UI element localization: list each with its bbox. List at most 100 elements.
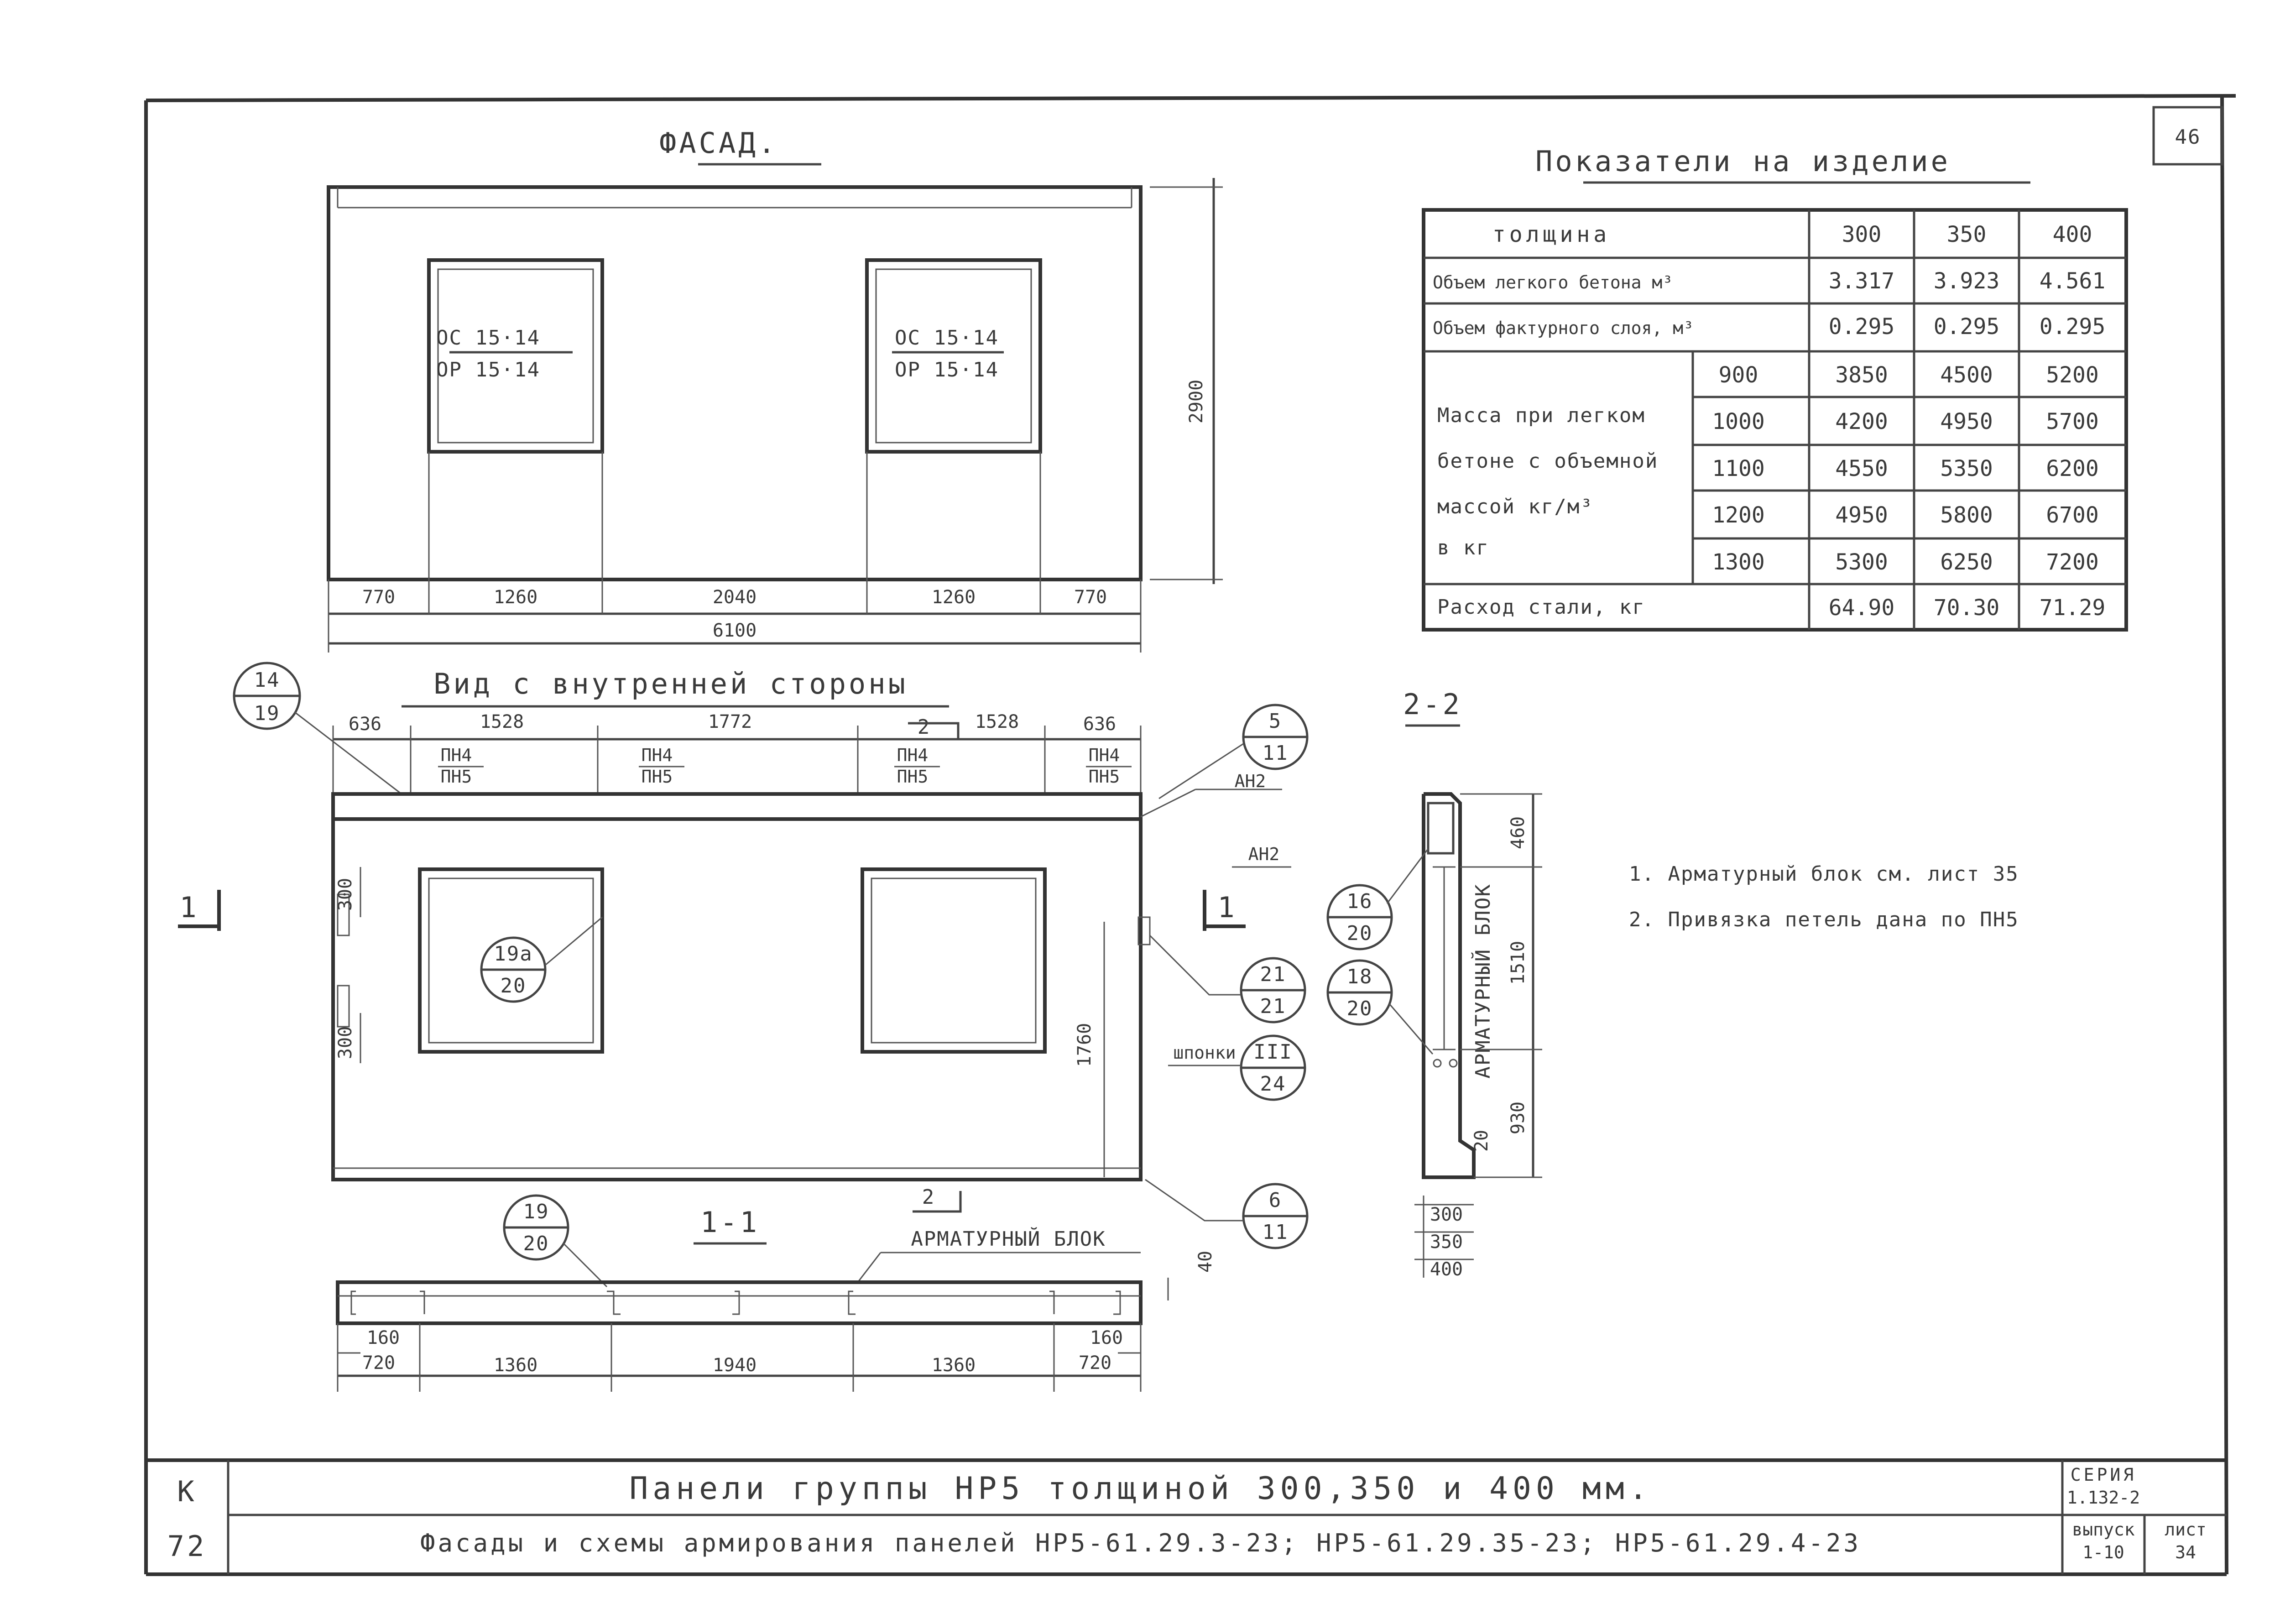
section-2-2-dim-460: 460: [1508, 816, 1529, 849]
loop-pn4-1: ПН4: [441, 745, 472, 765]
section-1-1-dim-40: 40: [1195, 1251, 1216, 1273]
note-2: 2. Привязка петель дана по ПН5: [1629, 908, 2019, 931]
interior-title: Вид с внутренней стороны: [433, 667, 908, 700]
section-2-2-callout-16-bottom: 20: [1347, 922, 1373, 945]
mass-label-line-3: массой кг/м³: [1437, 495, 1593, 518]
callout-5-top: 5: [1269, 710, 1282, 733]
mass-1100-400: 6200: [2046, 456, 2099, 481]
section-1-mark-right: 1: [1217, 891, 1237, 924]
facade-view: ФАСАД. ОС 15·14 ОР 15·14 ОС 15·14 ОР 15·…: [327, 126, 1223, 653]
mass-density-1000: 1000: [1712, 409, 1765, 434]
section-1-1-dim-2: 1360: [494, 1355, 537, 1376]
indicators-table: Показатели на изделие толщина 300 350 40…: [1422, 145, 2128, 632]
section-2-2-thickness-350: 350: [1430, 1232, 1463, 1253]
table-title: Показатели на изделие: [1535, 145, 1951, 178]
callout-6-top: 6: [1269, 1189, 1282, 1212]
loop-pn5-1: ПН5: [441, 767, 472, 787]
mass-label-line-1: Масса при легком: [1437, 404, 1645, 427]
section-2-2-callout-18-top: 18: [1347, 965, 1373, 988]
section-2-2-dim-930: 930: [1508, 1102, 1529, 1134]
section-2-2-thickness-300: 300: [1430, 1204, 1463, 1225]
section-2-2: 2-2 АРМАТУРНЫЙ БЛОК 460 1510 930 20 16 2…: [1326, 688, 1542, 1280]
loop-pn5-4: ПН5: [1089, 767, 1120, 787]
mass-1300-400: 7200: [2046, 549, 2099, 575]
steel-label: Расход стали, кг: [1437, 595, 1645, 619]
section-1-1-outline: [336, 1280, 1143, 1325]
row-facing-layer-350: 0.295: [1934, 314, 2000, 339]
note-1: 1. Арматурный блок см. лист 35: [1629, 862, 2019, 886]
interior-window-right: [861, 867, 1047, 1054]
callout-5-bottom: 11: [1263, 742, 1289, 765]
section-1-1-dim-5: 720: [1079, 1352, 1111, 1373]
mass-1200-300: 4950: [1835, 502, 1888, 528]
window-right-top-label: ОС 15·14: [895, 326, 999, 350]
interior-dim-3: 1772: [708, 711, 752, 732]
steel-300: 64.90: [1829, 595, 1895, 621]
facade-window-right: [865, 258, 1042, 454]
anchor-label-top: АН2: [1235, 771, 1266, 791]
sheet-value: 34: [2175, 1542, 2196, 1562]
issue-label: выпуск: [2072, 1520, 2134, 1540]
row-facing-layer-300: 0.295: [1829, 314, 1895, 339]
section-1-mark-left: 1: [179, 891, 199, 924]
sheet-frame: 46: [144, 94, 2236, 1576]
mass-1000-350: 4950: [1940, 409, 1993, 434]
section-1-1: 1-1 2 19 20 АРМАТУРНЫЙ БЛОК 40: [336, 1185, 1216, 1392]
window-left-top-label: ОС 15·14: [436, 326, 540, 350]
mass-density-1200: 1200: [1712, 502, 1765, 528]
loop-pn5-3: ПН5: [897, 767, 929, 787]
table-header-400: 400: [2053, 222, 2092, 247]
table-header-300: 300: [1842, 222, 1882, 247]
interior-dim-300-top: 300: [335, 878, 356, 911]
mass-label-line-2: бетоне с объемной: [1437, 449, 1658, 473]
mass-900-350: 4500: [1940, 362, 1993, 388]
section-2-mark-top: 2: [918, 715, 931, 739]
mass-density-1300: 1300: [1712, 549, 1765, 575]
mass-1100-300: 4550: [1835, 456, 1888, 481]
section-2-2-block-label: АРМАТУРНЫЙ БЛОК: [1471, 883, 1495, 1078]
facade-dim-2: 1260: [494, 587, 537, 608]
section-2-2-dim-1510: 1510: [1508, 941, 1529, 985]
callout-24-top: 24: [1260, 1072, 1286, 1096]
section-1-1-dim-160-right: 160: [1090, 1327, 1123, 1348]
sheet-number-box: [2152, 106, 2223, 166]
section-2-2-callout-18-bottom: 20: [1347, 997, 1373, 1020]
series-label: СЕРИЯ: [2071, 1465, 2136, 1485]
callout-21-bottom: 21: [1260, 995, 1286, 1018]
mass-900-400: 5200: [2046, 362, 2099, 388]
key-roman-numeral: III: [1253, 1040, 1292, 1064]
mass-1300-350: 6250: [1940, 549, 1993, 575]
window-left-bottom-label: ОР 15·14: [436, 358, 540, 381]
facade-dim-total: 6100: [713, 620, 757, 641]
loop-pn4-2: ПН4: [642, 745, 673, 765]
section-2-2-dim-20: 20: [1471, 1130, 1492, 1152]
callout-6-bottom: 11: [1263, 1221, 1289, 1244]
callout-19a-bottom: 20: [501, 974, 527, 997]
mass-1300-300: 5300: [1835, 549, 1888, 575]
key-label: шпонки: [1173, 1043, 1236, 1063]
mass-density-900: 900: [1719, 362, 1758, 388]
title-block-subtitle: Фасады и схемы армирования панелей НР5-6…: [420, 1529, 1861, 1557]
mass-1000-400: 5700: [2046, 409, 2099, 434]
facade-dim-5: 770: [1074, 587, 1107, 608]
table-header-label: толщина: [1492, 222, 1610, 247]
mass-1200-400: 6700: [2046, 502, 2099, 528]
section-2-2-outline: [1422, 792, 1476, 1179]
row-facing-layer-400: 0.295: [2040, 314, 2106, 339]
facade-dim-1: 770: [362, 587, 395, 608]
facade-panel-outline: [327, 185, 1143, 581]
callout-21-top: 21: [1260, 963, 1286, 986]
row-light-concrete-350: 3.923: [1934, 268, 2000, 294]
interior-window-left: [418, 867, 604, 1054]
section-1-1-dim-1: 720: [362, 1352, 395, 1373]
title-block-title: Панели группы НР5 толщиной 300,350 и 400…: [629, 1471, 1652, 1507]
callout-14-top: 14: [254, 668, 280, 692]
section-1-1-mark-2: 2: [922, 1185, 935, 1209]
row-light-concrete-label: Объем легкого бетона м³: [1433, 272, 1673, 292]
loop-pn5-2: ПН5: [642, 767, 673, 787]
callout-19a-top: 19а: [494, 942, 532, 966]
facade-dim-3: 2040: [713, 587, 757, 608]
left-mark-72: 72: [167, 1530, 207, 1563]
interior-dim-300-bottom: 300: [335, 1026, 356, 1059]
